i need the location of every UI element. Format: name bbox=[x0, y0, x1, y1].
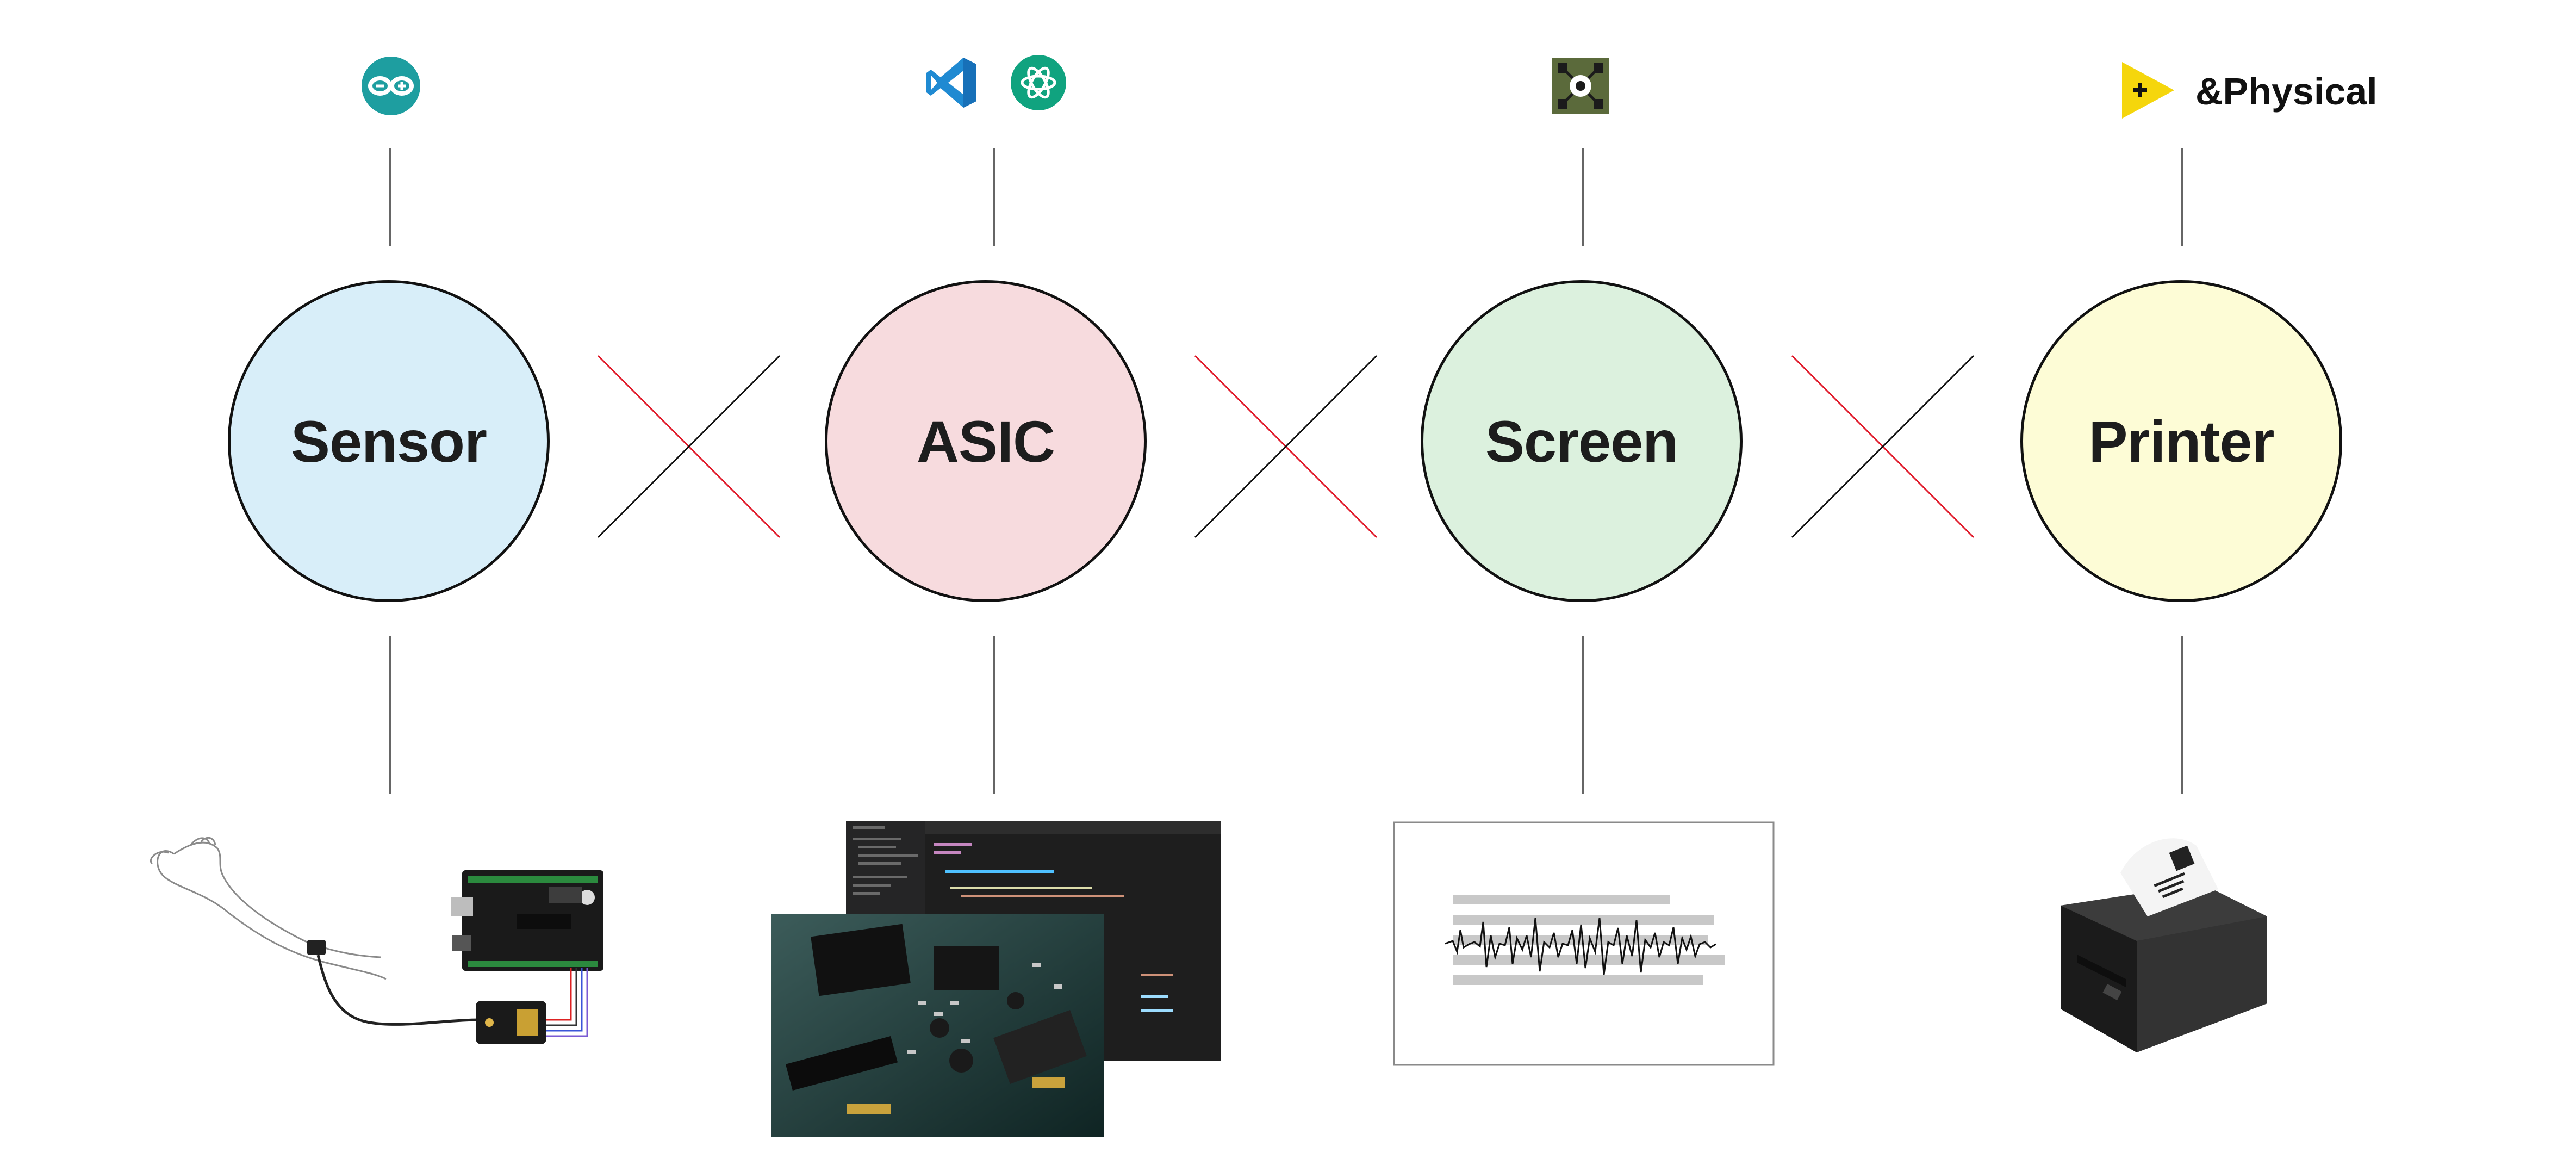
physical-tool-icon bbox=[2122, 62, 2174, 119]
stage-circle-asic: ASIC bbox=[825, 280, 1147, 602]
connector-bottom-screen bbox=[1582, 636, 1584, 794]
connector-bottom-sensor bbox=[389, 636, 391, 794]
chatgpt-icon bbox=[1011, 55, 1066, 110]
connector-top-printer bbox=[2181, 148, 2183, 246]
stage-circle-screen: Screen bbox=[1421, 280, 1743, 602]
processing-tool-icon bbox=[1552, 58, 1609, 114]
screen-waveform-image bbox=[1393, 821, 1775, 1066]
physical-tool-label: &Physical bbox=[2195, 70, 2378, 113]
stage-label-sensor: Sensor bbox=[290, 408, 487, 474]
stage-label-printer: Printer bbox=[2088, 408, 2274, 474]
sensor-hardware-image bbox=[150, 837, 603, 1044]
cross-mark-screen-printer bbox=[1791, 355, 1975, 538]
stage-label-asic: ASIC bbox=[916, 408, 1055, 474]
stage-circle-printer: Printer bbox=[2020, 280, 2342, 602]
connector-top-asic bbox=[993, 148, 995, 246]
connector-top-screen bbox=[1582, 148, 1584, 246]
connector-bottom-printer bbox=[2181, 636, 2183, 794]
cross-mark-sensor-asic bbox=[597, 355, 781, 538]
cross-mark-asic-screen bbox=[1194, 355, 1378, 538]
vscode-icon bbox=[926, 58, 976, 108]
arduino-icon bbox=[362, 57, 420, 115]
thermal-printer-image bbox=[2061, 838, 2267, 1052]
stage-circle-sensor: Sensor bbox=[228, 280, 550, 602]
connector-bottom-asic bbox=[993, 636, 995, 794]
connector-top-sensor bbox=[389, 148, 391, 246]
asic-code-and-board-image bbox=[771, 821, 1221, 1137]
stage-label-screen: Screen bbox=[1485, 408, 1678, 474]
